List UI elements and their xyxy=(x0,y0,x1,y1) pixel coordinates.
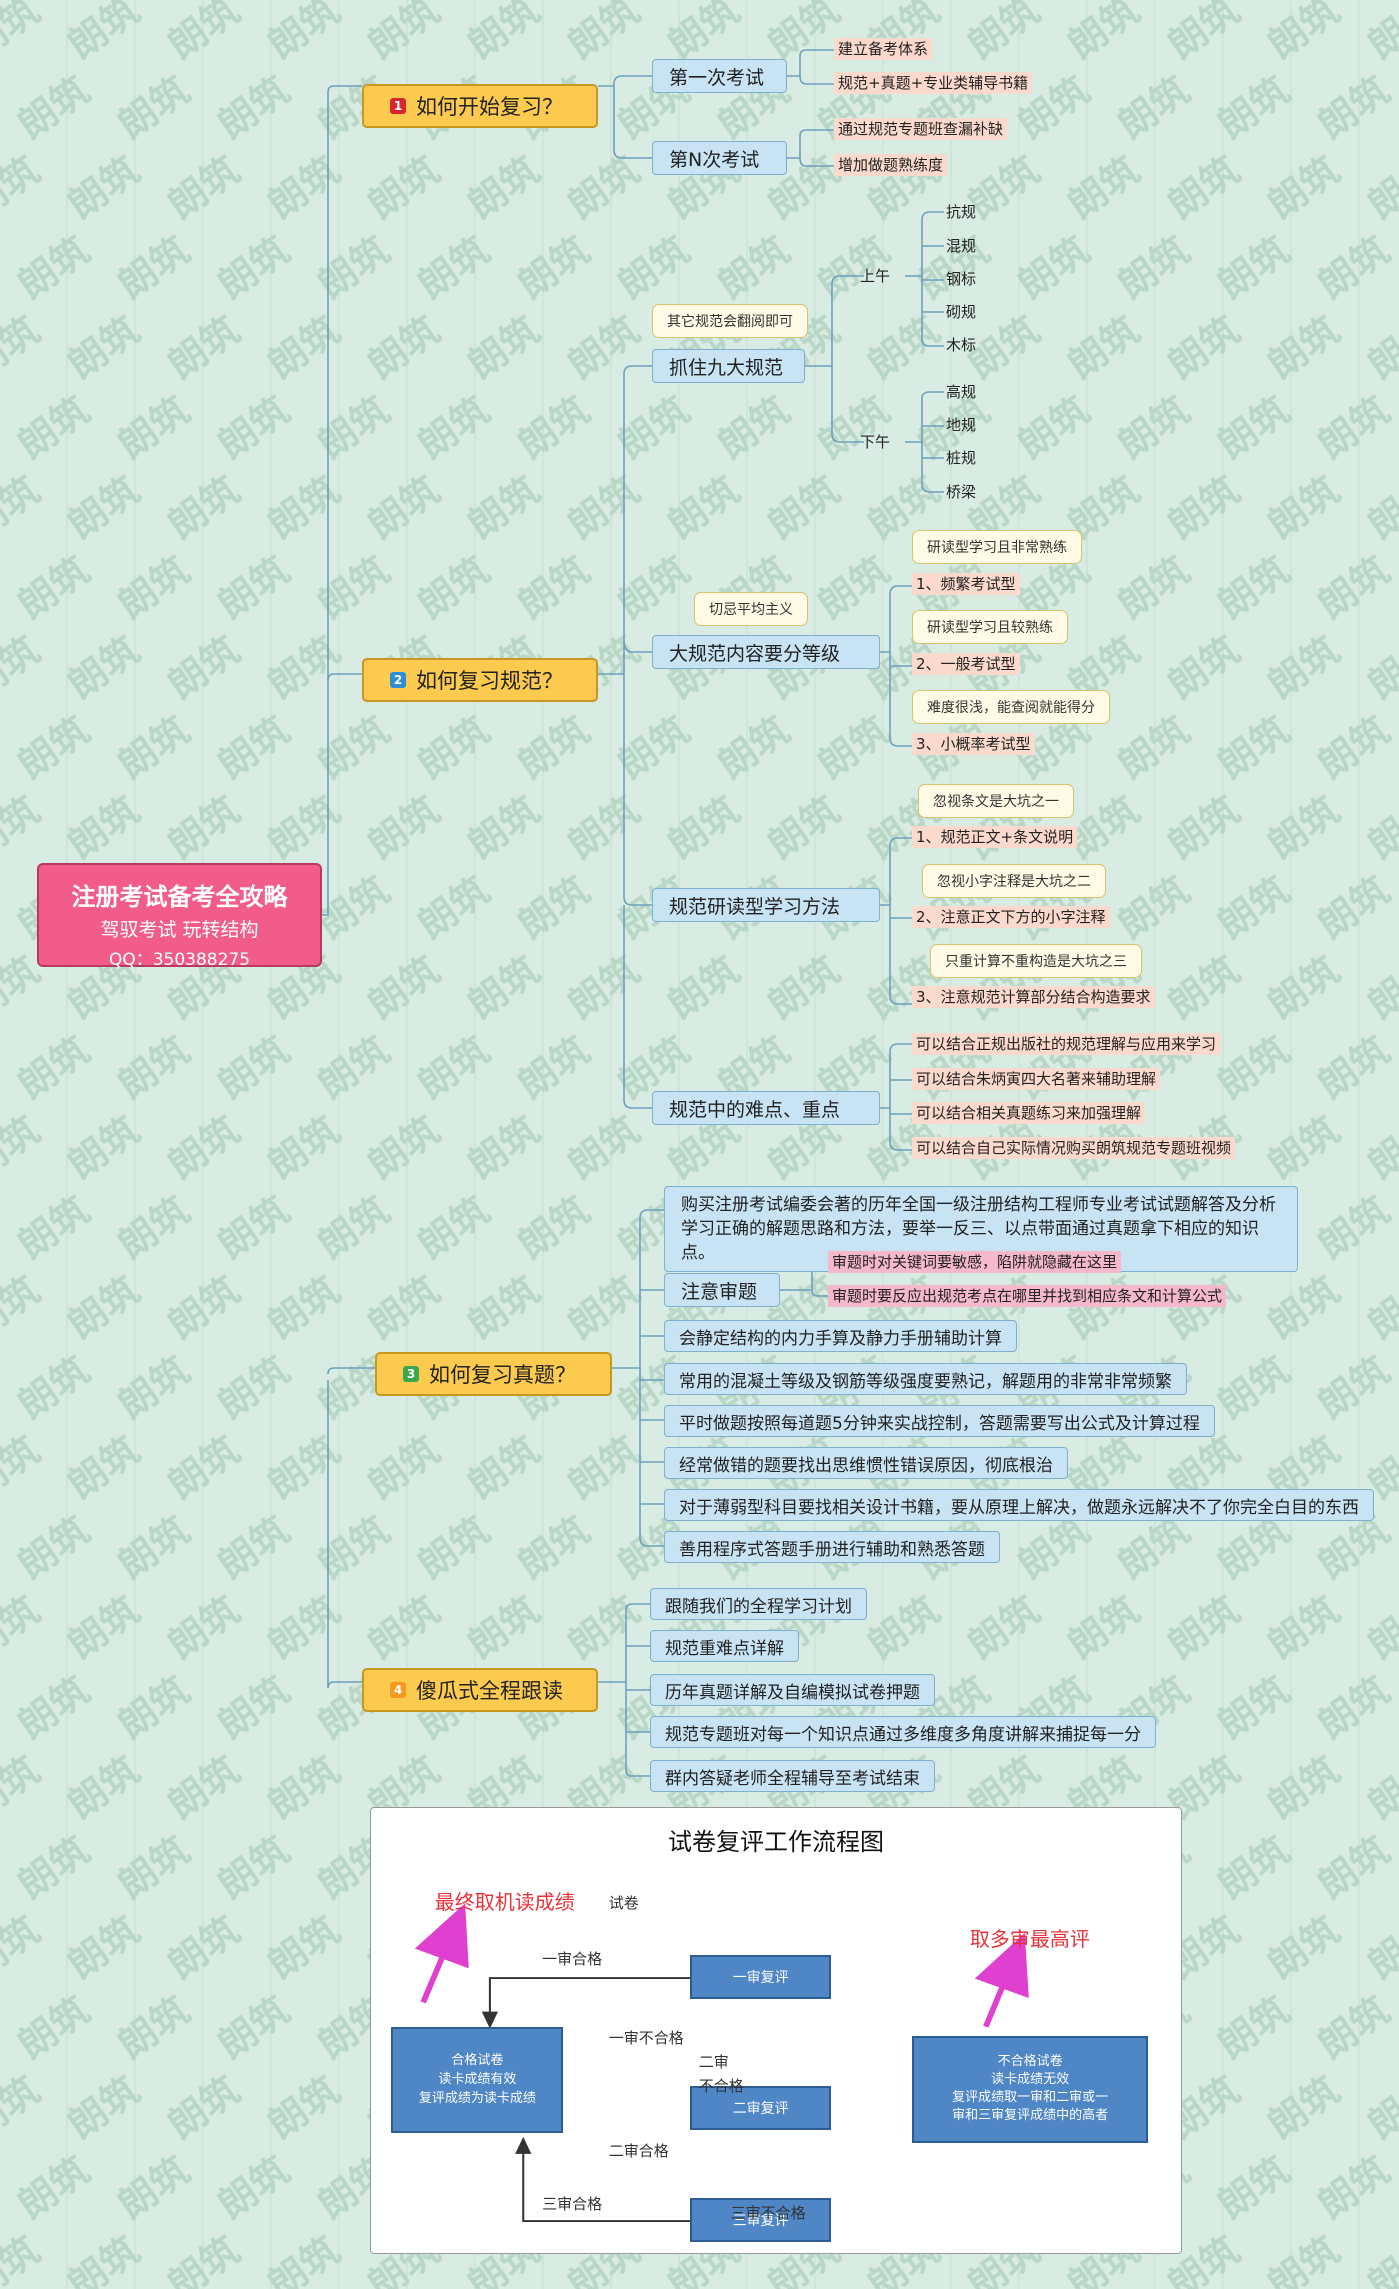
section-1-label: 如何开始复习？ xyxy=(416,95,563,119)
first-exam-item: 建立备考体系 xyxy=(834,38,933,60)
section-2-label: 如何复习规范？ xyxy=(416,669,563,693)
grade-item-note: 难度很浅，能查阅就能得分 xyxy=(912,690,1110,724)
third-pass-label: 三审合格 xyxy=(542,2194,603,2213)
spec-item: 砌规 xyxy=(946,303,977,321)
spec-item: 混规 xyxy=(946,237,977,255)
nine-specs-node[interactable]: 抓住九大规范 xyxy=(652,349,805,383)
spec-item: 地规 xyxy=(946,416,977,434)
key-point-item: 可以结合相关真题练习来加强理解 xyxy=(912,1102,1146,1124)
pass-paper-line: 合格试卷 xyxy=(451,2053,504,2069)
follow-item-node[interactable]: 群内答疑老师全程辅导至考试结束 xyxy=(650,1760,935,1792)
root-title: 注册考试备考全攻略 xyxy=(71,883,288,911)
fail-paper-line: 不合格试卷 xyxy=(997,2054,1063,2070)
third-fail-label: 三审不合格 xyxy=(730,2204,806,2223)
fail-paper-line: 读卡成绩无效 xyxy=(991,2072,1070,2088)
grade-item: 2、一般考试型 xyxy=(912,653,1020,675)
second-pass-label: 二审合格 xyxy=(608,2142,669,2161)
section-2-badge: 2 xyxy=(390,672,406,688)
grade-node[interactable]: 大规范内容要分等级 xyxy=(652,635,880,669)
section-1-node[interactable]: 1 如何开始复习？ xyxy=(362,84,598,128)
careful-reading-item: 审题时要反应出规范考点在哪里并找到相应条文和计算公式 xyxy=(828,1285,1227,1307)
section-3-node[interactable]: 3 如何复习真题？ xyxy=(375,1352,612,1396)
exam-intro-line: 学习正确的解题思路和方法，要举一反三、以点带面通过真题拿下相应的知识点。 xyxy=(681,1219,1259,1263)
second-fail-label-a: 二审 xyxy=(698,2053,729,2071)
follow-item-node[interactable]: 历年真题详解及自编模拟试卷押题 xyxy=(650,1674,935,1706)
first-exam-node[interactable]: 第一次考试 xyxy=(652,59,787,93)
key-points-node[interactable]: 规范中的难点、重点 xyxy=(652,1091,880,1125)
nth-exam-node[interactable]: 第N次考试 xyxy=(652,141,787,175)
paper-input-label: 试卷 xyxy=(608,1893,639,1912)
section-4-badge: 4 xyxy=(390,1682,406,1698)
fail-paper-line: 复评成绩取一审和二审或一 xyxy=(952,2090,1109,2106)
exam-tip-node[interactable]: 善用程序式答题手册进行辅助和熟悉答题 xyxy=(664,1531,1000,1563)
second-review-box: 二审复评 xyxy=(690,2086,832,2131)
section-4-node[interactable]: 4 傻瓜式全程跟读 xyxy=(362,1668,598,1712)
method-item-note: 只重计算不重构造是大坑之三 xyxy=(930,944,1142,978)
section-3-badge: 3 xyxy=(403,1366,419,1382)
method-item: 2、注意正文下方的小字注释 xyxy=(912,906,1110,928)
key-point-item: 可以结合朱炳寅四大名著来辅助理解 xyxy=(912,1068,1161,1090)
fail-paper-line: 审和三审复评成绩中的高者 xyxy=(952,2108,1109,2124)
first-fail-label: 一审不合格 xyxy=(608,2028,684,2047)
nth-exam-item: 通过规范专题班查漏补缺 xyxy=(834,118,1008,140)
first-exam-item: 规范+真题+专业类辅导书籍 xyxy=(834,72,1033,94)
method-node[interactable]: 规范研读型学习方法 xyxy=(652,888,880,922)
grade-item-note: 研读型学习且非常熟练 xyxy=(912,530,1082,564)
fail-paper-box: 不合格试卷 读卡成绩无效 复评成绩取一审和二审或一 审和三审复评成绩中的高者 xyxy=(911,2036,1149,2143)
first-pass-label: 一审合格 xyxy=(542,1950,603,1969)
second-fail-label-b: 不合格 xyxy=(698,2077,744,2096)
spec-item: 桥梁 xyxy=(946,483,977,501)
section-1-badge: 1 xyxy=(390,98,406,114)
key-point-item: 可以结合正规出版社的规范理解与应用来学习 xyxy=(912,1033,1221,1055)
spec-item: 高规 xyxy=(946,383,977,401)
exam-tip-node[interactable]: 常用的混凝土等级及钢筋等级强度要熟记，解题用的非常非常频繁 xyxy=(664,1363,1187,1395)
exam-tip-node[interactable]: 经常做错的题要找出思维惯性错误原因，彻底根治 xyxy=(664,1447,1068,1479)
section-3-label: 如何复习真题？ xyxy=(429,1363,576,1387)
spec-item: 抗规 xyxy=(946,203,977,221)
root-node[interactable]: 注册考试备考全攻略 驾驭考试 玩转结构 QQ：350388275 xyxy=(37,863,322,970)
spec-item: 桩规 xyxy=(946,449,977,467)
follow-item-node[interactable]: 跟随我们的全程学习计划 xyxy=(650,1588,867,1620)
spec-item: 木标 xyxy=(946,336,977,354)
pass-paper-line: 读卡成绩有效 xyxy=(438,2072,517,2088)
section-4-label: 傻瓜式全程跟读 xyxy=(416,1679,563,1703)
flowchart-title: 试卷复评工作流程图 xyxy=(668,1828,884,1856)
method-item-note: 忽视条文是大坑之一 xyxy=(918,784,1074,818)
afternoon-label: 下午 xyxy=(860,433,891,451)
grade-item: 1、频繁考试型 xyxy=(912,573,1020,595)
final-machine-score-label: 最终取机读成绩 xyxy=(434,1890,575,1915)
root-subtitle: 驾驭考试 玩转结构 xyxy=(100,919,259,941)
highest-review-score-label: 取多审最高评 xyxy=(969,1926,1090,1951)
follow-item-node[interactable]: 规范重难点详解 xyxy=(650,1630,799,1662)
nth-exam-item: 增加做题熟练度 xyxy=(834,154,948,176)
nine-specs-note: 其它规范会翻阅即可 xyxy=(652,304,808,338)
spec-item: 钢标 xyxy=(946,270,977,288)
exam-tip-node[interactable]: 会静定结构的内力手算及静力手册辅助计算 xyxy=(664,1320,1017,1352)
follow-item-node[interactable]: 规范专题班对每一个知识点通过多维度多角度讲解来捕捉每一分 xyxy=(650,1716,1156,1748)
method-item-note: 忽视小字注释是大坑之二 xyxy=(922,864,1106,898)
pass-paper-box: 合格试卷 读卡成绩有效 复评成绩为读卡成绩 xyxy=(391,2026,564,2134)
grade-note: 切忌平均主义 xyxy=(694,592,808,626)
flowchart-connectors xyxy=(414,1903,1029,2223)
exam-intro-line: 购买注册考试编委会著的历年全国一级注册结构工程师专业考试试题解答及分析 xyxy=(681,1195,1276,1215)
exam-tip-node[interactable]: 对于薄弱型科目要找相关设计书籍，要从原理上解决，做题永远解决不了你完全白目的东西 xyxy=(664,1489,1374,1521)
careful-reading-node[interactable]: 注意审题 xyxy=(664,1273,780,1307)
first-review-box: 一审复评 xyxy=(690,1955,832,2000)
method-item: 1、规范正文+条文说明 xyxy=(912,826,1078,848)
grade-item: 3、小概率考试型 xyxy=(912,733,1035,755)
morning-label: 上午 xyxy=(860,267,891,285)
exam-tip-node[interactable]: 平时做题按照每道题5分钟来实战控制，答题需要写出公式及计算过程 xyxy=(664,1405,1215,1437)
careful-reading-item: 审题时对关键词要敏感，陷阱就隐藏在这里 xyxy=(828,1251,1122,1273)
root-qq: QQ：350388275 xyxy=(108,950,251,970)
review-flowchart: 试卷复评工作流程图 xyxy=(370,1807,1182,2254)
method-item: 3、注意规范计算部分结合构造要求 xyxy=(912,986,1155,1008)
grade-item-note: 研读型学习且较熟练 xyxy=(912,610,1068,644)
pass-paper-line: 复评成绩为读卡成绩 xyxy=(418,2091,536,2107)
third-review-box: 三审复评 xyxy=(690,2198,832,2243)
key-point-item: 可以结合自己实际情况购买朗筑规范专题班视频 xyxy=(912,1137,1236,1159)
section-2-node[interactable]: 2 如何复习规范？ xyxy=(362,658,598,702)
